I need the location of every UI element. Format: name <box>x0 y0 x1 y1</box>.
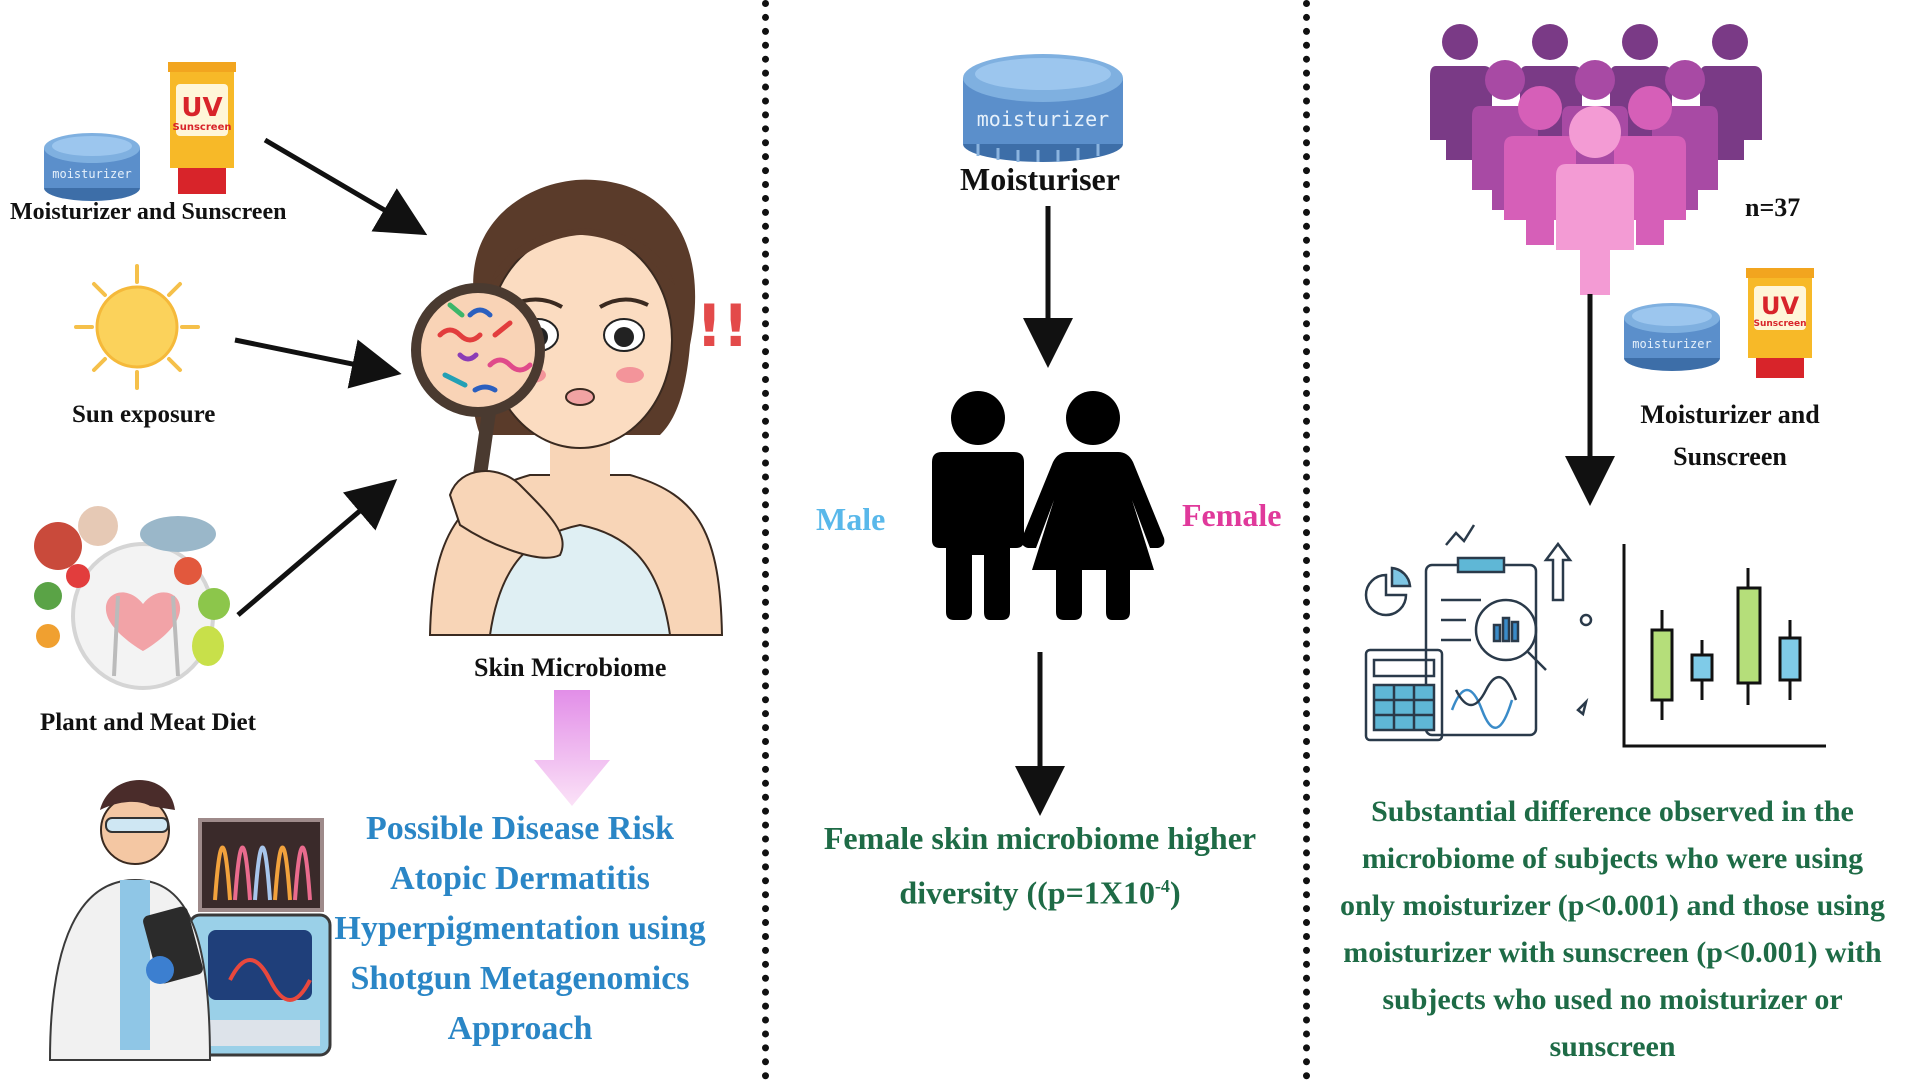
diversity-result-text: Female skin microbiome higher diversity … <box>790 814 1290 917</box>
risk-line: Shotgun Metagenomics <box>350 960 690 997</box>
sun-icon <box>74 264 200 390</box>
right-down-arrow <box>1565 294 1615 506</box>
male-label: Male <box>816 501 886 537</box>
male-female-figures-icon <box>932 391 1165 620</box>
conclusion-text: Substantial difference observed in the m… <box>1310 788 1915 1070</box>
svg-text:UV: UV <box>1761 292 1799 320</box>
svg-text:moisturizer: moisturizer <box>1632 337 1711 351</box>
sun-exposure-label: Sun exposure <box>72 401 216 428</box>
risk-line: Atopic Dermatitis <box>390 860 650 897</box>
risk-line: Approach <box>447 1010 593 1047</box>
result-line2-post: ) <box>1169 874 1181 911</box>
svg-text:moisturizer: moisturizer <box>52 167 131 181</box>
scientist-illustration <box>48 780 332 1061</box>
sunscreen-tube-icon-right: UV Sunscreen <box>1746 268 1814 378</box>
conclusion-line: moisturizer with sunscreen (p<0.001) wit… <box>1343 936 1882 969</box>
woman-magnifier-illustration <box>411 179 724 636</box>
alert-marks: !! <box>696 292 749 360</box>
divider-right <box>1303 0 1310 1080</box>
sunscreen-tube-icon: UV Sunscreen <box>168 62 236 194</box>
diet-label: Plant and Meat Diet <box>40 709 256 736</box>
conclusion-line: Substantial difference observed in the <box>1371 795 1854 828</box>
crowd-icon <box>1430 24 1762 295</box>
candlestick-chart-icon <box>1622 544 1826 748</box>
conclusion-line: microbiome of subjects who were using <box>1361 842 1864 875</box>
result-line1: Female skin microbiome higher <box>823 820 1257 856</box>
pink-down-arrow <box>534 690 610 806</box>
disease-risk-text: Possible Disease Risk Atopic Dermatitis … <box>330 804 710 1054</box>
result-line2-pre: diversity ((p=1X10 <box>899 874 1155 911</box>
moisturiser-jar-icon: moisturizer <box>963 54 1123 162</box>
result-line2: diversity ((p=1X10-4) <box>790 862 1290 917</box>
risk-line: Possible Disease Risk <box>366 810 674 847</box>
moisturizer-jar-icon-right: moisturizer <box>1624 303 1720 371</box>
analytics-illustration <box>1364 524 1593 742</box>
moisturiser-title: Moisturiser <box>960 161 1120 197</box>
arrows-to-skin <box>234 137 428 617</box>
moisturizer-sunscreen-label-right: Moisturizer and Sunscreen <box>1620 394 1840 478</box>
n-label: n=37 <box>1745 193 1801 222</box>
skin-microbiome-label: Skin Microbiome <box>474 653 667 682</box>
svg-text:Sunscreen: Sunscreen <box>1753 319 1806 329</box>
divider-left <box>762 0 769 1080</box>
conclusion-line: subjects who used no moisturizer or <box>1382 983 1843 1016</box>
middle-arrows <box>1015 206 1073 816</box>
result-exponent: -4 <box>1154 876 1170 896</box>
diet-plate-icon <box>34 506 230 690</box>
ms-line1: Moisturizer and <box>1640 400 1820 429</box>
moisturizer-sunscreen-label: Moisturizer and Sunscreen <box>10 199 287 225</box>
female-label: Female <box>1182 497 1282 533</box>
svg-text:UV: UV <box>181 93 222 123</box>
moisturizer-jar-icon: moisturizer <box>44 133 140 201</box>
ms-line2: Sunscreen <box>1673 442 1787 471</box>
conclusion-line: sunscreen <box>1549 1030 1676 1063</box>
conclusion-line: only moisturizer (p<0.001) and those usi… <box>1340 889 1885 922</box>
svg-text:Sunscreen: Sunscreen <box>173 122 232 133</box>
svg-text:moisturizer: moisturizer <box>977 107 1109 131</box>
risk-line: Hyperpigmentation using <box>334 910 706 947</box>
